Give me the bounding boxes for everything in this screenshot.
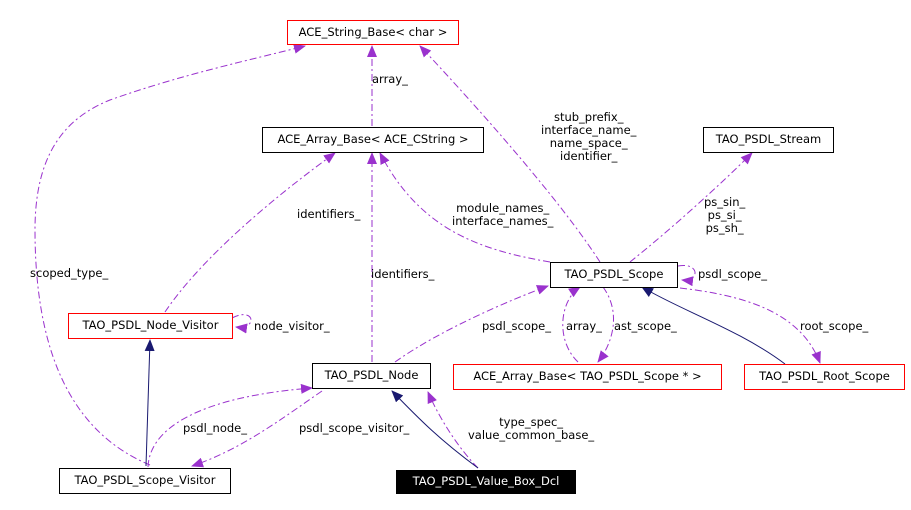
edge-root-scope bbox=[679, 287, 821, 364]
edge-psdl-node bbox=[147, 383, 313, 468]
node-tao-psdl-value-box-dcl[interactable]: TAO_PSDL_Value_Box_Dcl bbox=[396, 470, 576, 494]
label-module-names: module_names_ bbox=[456, 201, 550, 215]
edge-ast-scope bbox=[597, 286, 614, 363]
label-interface-name: interface_name_ bbox=[541, 123, 637, 137]
label-ps-group: ps_sin_ ps_si_ ps_sh_ bbox=[704, 196, 745, 235]
node-tao-psdl-node[interactable]: TAO_PSDL_Node bbox=[312, 363, 431, 389]
edge-inherit-root-scope bbox=[641, 286, 786, 365]
label-value-common-base: value_common_base_ bbox=[468, 428, 595, 442]
label-psdl-scope-node: psdl_scope_ bbox=[482, 319, 552, 333]
node-tao-psdl-scope[interactable]: TAO_PSDL_Scope bbox=[550, 262, 678, 288]
label-psdl-node: psdl_node_ bbox=[183, 421, 247, 435]
label-ps-si: ps_si_ bbox=[707, 208, 742, 222]
node-tao-psdl-stream[interactable]: TAO_PSDL_Stream bbox=[703, 127, 834, 153]
edge-scoped-type bbox=[34, 43, 306, 466]
edge-psdl-scope-visitor bbox=[191, 390, 323, 468]
label-node-visitor: node_visitor_ bbox=[254, 319, 330, 333]
edge-inherit-value-box bbox=[391, 390, 479, 469]
label-ast-scope: ast_scope_ bbox=[614, 319, 677, 333]
label-interface-names: interface_names_ bbox=[452, 214, 554, 228]
edge-identifiers-left bbox=[164, 152, 336, 313]
label-array-scope: array_ bbox=[566, 319, 602, 333]
edge-node-visitor bbox=[231, 314, 252, 334]
label-identifiers-left: identifiers_ bbox=[297, 207, 361, 221]
label-psdl-scope-visitor: psdl_scope_visitor_ bbox=[299, 421, 410, 435]
edge-inherit-scope-visitor bbox=[144, 339, 155, 467]
edge-ps-sin bbox=[629, 152, 753, 263]
edge-type-spec bbox=[427, 391, 479, 469]
node-ace-array-base-cstring[interactable]: ACE_Array_Base< ACE_CString > bbox=[262, 127, 484, 153]
label-root-scope: root_scope_ bbox=[800, 319, 869, 333]
label-array: array_ bbox=[372, 72, 408, 86]
node-ace-array-base-scope-ptr[interactable]: ACE_Array_Base< TAO_PSDL_Scope * > bbox=[453, 364, 722, 390]
label-module-names-group: module_names_ interface_names_ bbox=[452, 202, 553, 228]
label-scoped-type: scoped_type_ bbox=[30, 266, 109, 280]
node-tao-psdl-root-scope[interactable]: TAO_PSDL_Root_Scope bbox=[744, 364, 905, 390]
node-tao-psdl-node-visitor[interactable]: TAO_PSDL_Node_Visitor bbox=[68, 313, 233, 339]
label-identifier: identifier_ bbox=[560, 149, 618, 163]
edge-stub-prefix bbox=[419, 45, 601, 263]
edge-module-names bbox=[379, 152, 551, 263]
label-stub-prefix-group: stub_prefix_ interface_name_ name_space_… bbox=[541, 111, 636, 163]
node-tao-psdl-scope-visitor[interactable]: TAO_PSDL_Scope_Visitor bbox=[59, 468, 231, 494]
label-psdl-scope-self: psdl_scope_ bbox=[698, 267, 768, 281]
label-identifiers-mid: identifiers_ bbox=[371, 267, 435, 281]
edge-array-scope bbox=[562, 286, 581, 363]
label-stub-prefix: stub_prefix_ bbox=[553, 110, 624, 124]
label-name-space: name_space_ bbox=[549, 136, 628, 150]
label-ps-sin: ps_sin_ bbox=[704, 195, 746, 209]
edge-psdl-scope-node bbox=[394, 285, 549, 363]
label-type-spec: type_spec_ bbox=[499, 415, 564, 429]
node-ace-string-base[interactable]: ACE_String_Base< char > bbox=[287, 20, 459, 45]
label-ps-sh: ps_sh_ bbox=[705, 221, 744, 235]
label-type-spec-group: type_spec_ value_common_base_ bbox=[468, 416, 594, 442]
edge-psdl-scope-self bbox=[677, 265, 696, 287]
